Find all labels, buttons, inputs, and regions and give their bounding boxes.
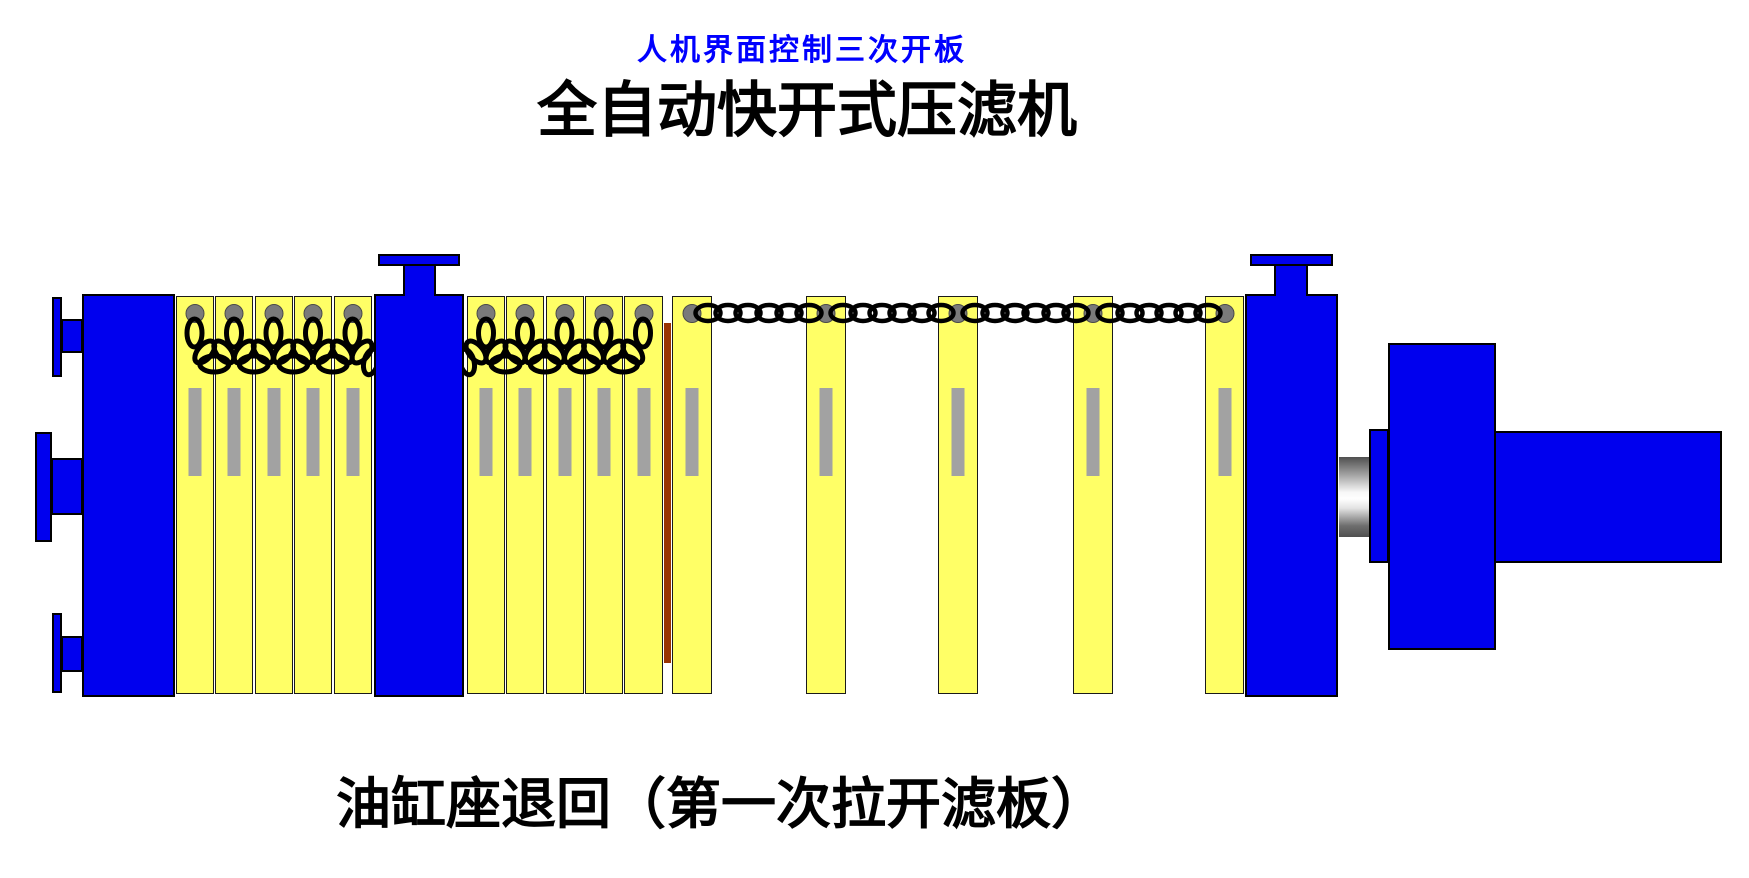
plate-handle bbox=[267, 388, 280, 476]
fixed-end-plate-block bbox=[82, 294, 175, 697]
plate-handle bbox=[1218, 388, 1231, 476]
feed-flange-middle-stub bbox=[51, 458, 83, 515]
hmi-subtitle: 人机界面控制三次开板 bbox=[637, 34, 967, 67]
feed-flange-middle-bar bbox=[35, 432, 52, 542]
plate-pin bbox=[555, 304, 574, 323]
filter-plate bbox=[624, 296, 663, 694]
filter-plate-separated bbox=[1205, 296, 1244, 694]
filter-plate-separated bbox=[938, 296, 978, 694]
feed-flange-top-stub bbox=[61, 319, 83, 353]
plate-pin bbox=[224, 304, 244, 323]
filter-plate bbox=[254, 296, 293, 694]
movable-press-plate-block bbox=[1245, 294, 1338, 697]
piston-rod bbox=[1339, 457, 1371, 537]
plate-handle bbox=[479, 388, 493, 476]
page-title: 全自动快开式压滤机 bbox=[537, 77, 1077, 144]
plate-pin bbox=[816, 304, 836, 323]
filter-plate bbox=[294, 296, 332, 694]
filter-cloth-strip bbox=[664, 323, 671, 663]
filter-plate-separated bbox=[672, 296, 712, 694]
cylinder-rod-collar bbox=[1369, 429, 1389, 563]
hydraulic-cylinder-head-block bbox=[1388, 343, 1496, 650]
plate-handle bbox=[637, 388, 650, 476]
plate-handle bbox=[951, 388, 965, 476]
plate-pin bbox=[634, 304, 653, 323]
middle-top-flange-cap bbox=[378, 254, 460, 266]
plate-handle bbox=[685, 388, 699, 476]
plate-pin bbox=[948, 304, 968, 323]
hydraulic-cylinder-body bbox=[1494, 431, 1722, 563]
filter-plate bbox=[545, 296, 584, 694]
filter-plate bbox=[584, 296, 623, 694]
plate-pin bbox=[476, 304, 496, 323]
filter-plate bbox=[506, 296, 544, 694]
plate-pin bbox=[264, 304, 283, 323]
plate-handle bbox=[819, 388, 833, 476]
status-caption: 油缸座退回（第一次拉开滤板） bbox=[335, 773, 1107, 835]
right-top-flange-cap bbox=[1250, 254, 1333, 266]
filter-plate bbox=[175, 296, 214, 694]
filter-plate-separated bbox=[806, 296, 846, 694]
filter-plate-separated bbox=[1073, 296, 1113, 694]
middle-head-block bbox=[374, 294, 464, 697]
plate-handle bbox=[346, 388, 359, 476]
plate-pin bbox=[1083, 304, 1103, 323]
middle-top-flange-stem bbox=[403, 264, 436, 296]
plate-pin bbox=[682, 304, 702, 323]
right-top-flange-stem bbox=[1274, 264, 1308, 296]
plate-handle bbox=[518, 388, 532, 476]
plate-handle bbox=[1086, 388, 1100, 476]
filter-plate bbox=[467, 296, 505, 694]
plate-handle bbox=[306, 388, 320, 476]
plate-handle bbox=[558, 388, 571, 476]
plate-handle bbox=[188, 388, 201, 476]
plate-handle bbox=[597, 388, 610, 476]
plate-pin bbox=[303, 304, 323, 323]
plate-pin bbox=[515, 304, 535, 323]
plate-pin bbox=[1215, 304, 1234, 323]
plate-pin bbox=[343, 304, 362, 323]
filter-plate bbox=[333, 296, 372, 694]
plate-handle bbox=[227, 388, 241, 476]
plate-pin bbox=[594, 304, 613, 323]
feed-flange-bottom-stub bbox=[61, 636, 83, 672]
filter-plate bbox=[215, 296, 253, 694]
plate-pin bbox=[185, 304, 204, 323]
